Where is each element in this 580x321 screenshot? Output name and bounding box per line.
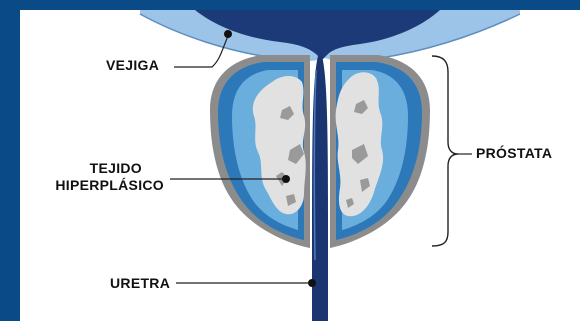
prostate-left-lobe xyxy=(210,55,310,248)
urethra-label: URETRA xyxy=(110,275,170,292)
tissue-label-line2: HIPERPLÁSICO xyxy=(36,177,164,194)
frame-left xyxy=(0,0,20,321)
prostate-bracket xyxy=(432,56,458,246)
prostate-right-lobe xyxy=(330,55,430,248)
prostate-label: PRÓSTATA xyxy=(476,145,552,162)
frame-top xyxy=(0,0,580,10)
bladder-label: VEJIGA xyxy=(106,57,159,74)
tissue-label: TEJIDO HIPERPLÁSICO xyxy=(36,160,164,194)
tissue-pointer-dot xyxy=(282,175,290,183)
urethra-pointer-dot xyxy=(308,279,316,287)
bladder-pointer-dot xyxy=(224,30,232,38)
tissue-label-line1: TEJIDO xyxy=(36,160,164,177)
bladder-shape xyxy=(140,10,520,61)
